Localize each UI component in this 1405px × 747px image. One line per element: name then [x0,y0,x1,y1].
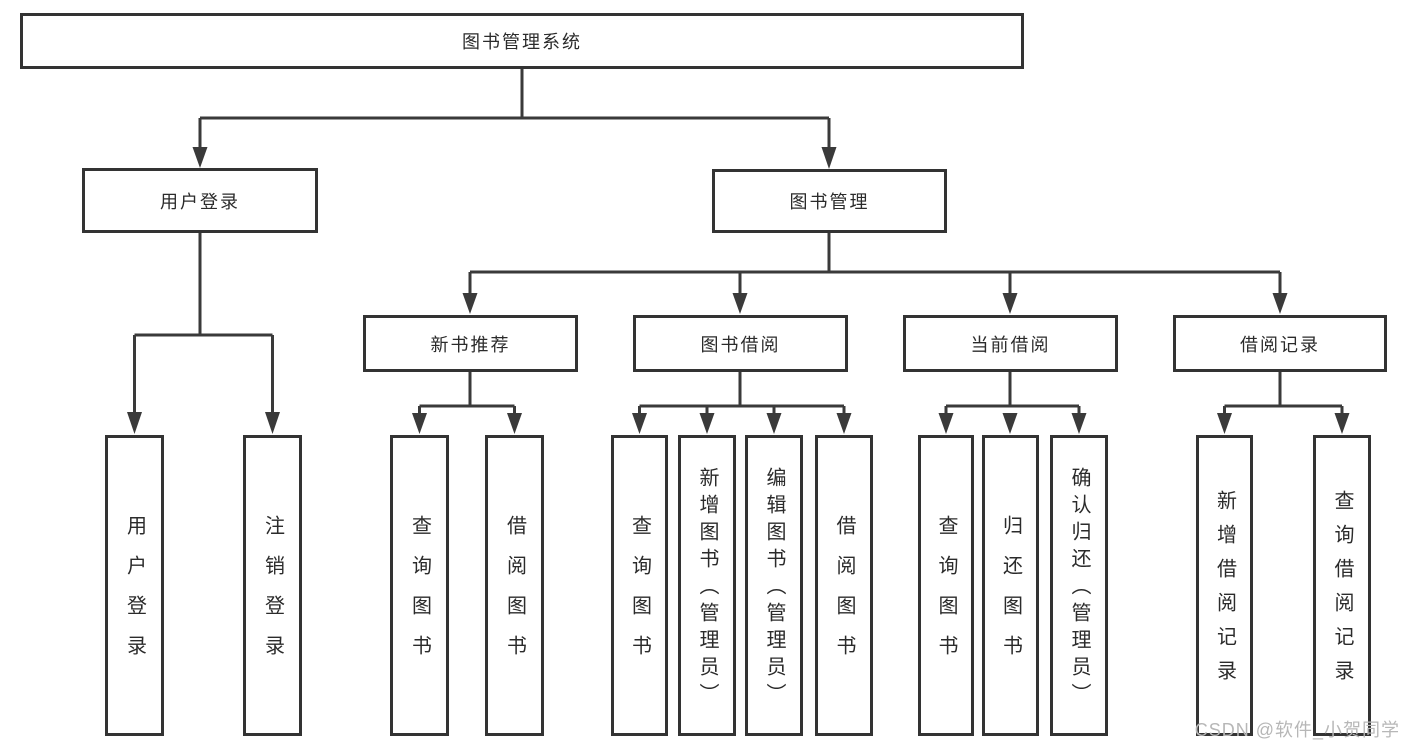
leaf-nbr-query-books-label: 查询图书 [408,514,431,675]
leaf-bb-edit-books-admin: 编辑图书（管理员） [745,435,803,736]
leaf-user-login: 用户登录 [105,435,164,736]
leaf-bb-edit-books-admin-label: 编辑图书（管理员） [763,467,785,710]
node-user-login: 用户登录 [82,168,318,233]
node-borrow-records: 借阅记录 [1173,315,1387,372]
node-current-borrow-label: 当前借阅 [970,334,1051,355]
leaf-cb-confirm-return-admin-label: 确认归还（管理员） [1068,467,1090,710]
node-book-management-label: 图书管理 [789,192,870,212]
leaf-br-add-record-label: 新增借阅记录 [1213,489,1236,694]
leaf-logout-login-label: 注销登录 [261,514,284,675]
leaf-cb-query-books: 查询图书 [918,435,974,736]
leaf-cb-confirm-return-admin: 确认归还（管理员） [1050,435,1108,736]
leaf-bb-query-books-label: 查询图书 [628,514,651,675]
leaf-user-login-label: 用户登录 [123,514,146,675]
leaf-nbr-borrow-books: 借阅图书 [485,435,544,736]
node-root-label: 图书管理系统 [462,32,582,52]
leaf-bb-add-books-admin: 新增图书（管理员） [678,435,736,736]
leaf-bb-add-books-admin-label: 新增图书（管理员） [696,467,718,710]
node-book-borrow: 图书借阅 [633,315,848,372]
leaf-br-query-record-label: 查询借阅记录 [1331,489,1353,694]
watermark: CSDN @软件_小贺同学 [1194,720,1400,740]
leaf-br-query-record: 查询借阅记录 [1313,435,1371,736]
leaf-bb-borrow-books-label: 借阅图书 [833,514,855,675]
node-current-borrow: 当前借阅 [903,315,1118,372]
leaf-cb-return-books: 归还图书 [982,435,1039,736]
node-new-book-recommend: 新书推荐 [363,315,578,372]
node-new-book-recommend-label: 新书推荐 [430,334,511,355]
leaf-nbr-borrow-books-label: 借阅图书 [503,514,526,675]
leaf-cb-query-books-label: 查询图书 [935,514,957,675]
leaf-logout-login: 注销登录 [243,435,302,736]
leaf-cb-return-books-label: 归还图书 [999,514,1022,675]
node-book-management: 图书管理 [712,169,947,233]
leaf-bb-query-books: 查询图书 [611,435,668,736]
leaf-nbr-query-books: 查询图书 [390,435,449,736]
leaf-bb-borrow-books: 借阅图书 [815,435,873,736]
leaf-br-add-record: 新增借阅记录 [1196,435,1253,736]
node-book-borrow-label: 图书借阅 [700,334,781,355]
node-user-login-label: 用户登录 [160,191,240,212]
node-borrow-records-label: 借阅记录 [1240,334,1320,355]
node-root: 图书管理系统 [20,13,1024,69]
